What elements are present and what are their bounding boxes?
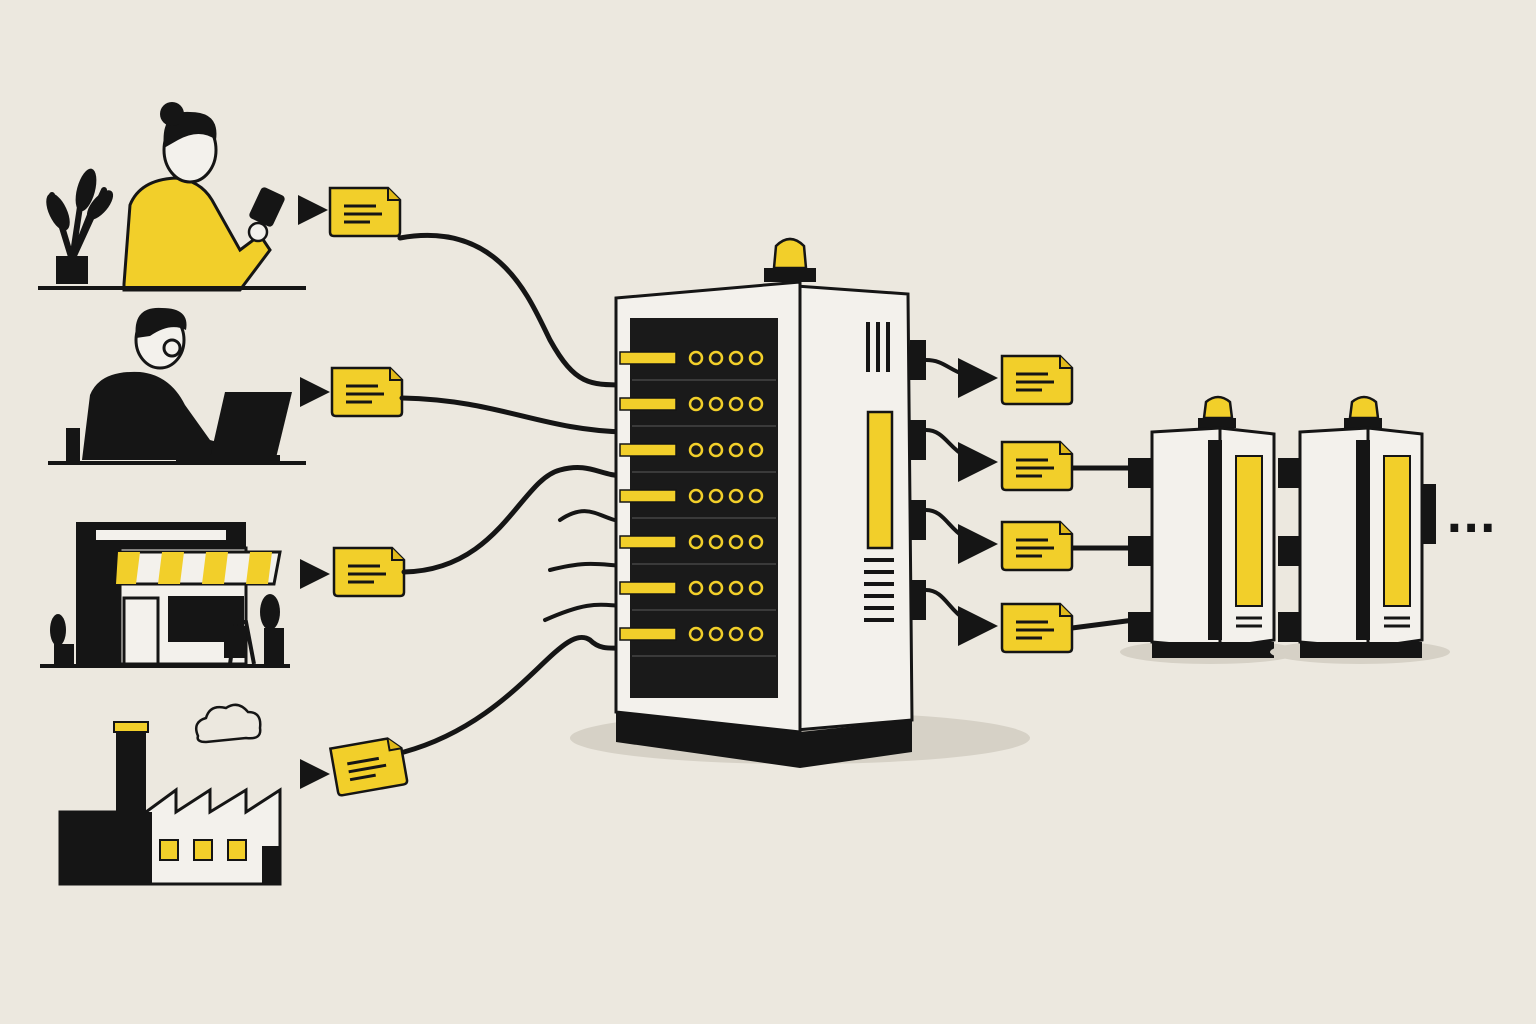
port-socket <box>688 396 704 412</box>
port-socket <box>708 396 724 412</box>
message-icon <box>1000 520 1074 572</box>
output-cables <box>925 357 1135 646</box>
port-socket <box>688 442 704 458</box>
port-socket <box>688 534 704 550</box>
cable-plug <box>619 489 677 503</box>
cable-plug <box>619 627 677 641</box>
input-cables <box>397 233 628 755</box>
port-socket <box>728 580 744 596</box>
message-icon <box>1000 602 1074 654</box>
port-socket <box>708 350 724 366</box>
woman-with-phone-icon <box>38 102 306 292</box>
cable-plug <box>619 535 677 549</box>
cable-plug <box>619 581 677 595</box>
message-icon <box>332 546 406 598</box>
cable-plug <box>619 397 677 411</box>
port-socket <box>688 626 704 642</box>
port-socket <box>708 442 724 458</box>
port-socket <box>748 396 764 412</box>
port-socket <box>748 626 764 642</box>
port-socket <box>728 442 744 458</box>
port-socket <box>688 488 704 504</box>
hub-port-grid <box>619 350 776 657</box>
port-socket <box>728 488 744 504</box>
message-icon <box>328 186 402 238</box>
server-rack-icon <box>570 237 1030 768</box>
port-socket <box>728 626 744 642</box>
port-socket <box>748 580 764 596</box>
port-socket <box>748 488 764 504</box>
factory-icon <box>58 703 282 886</box>
port-socket <box>688 580 704 596</box>
port-socket <box>688 350 704 366</box>
storefront-icon <box>40 522 290 668</box>
source-arrows <box>298 195 330 789</box>
port-socket <box>748 350 764 366</box>
port-socket <box>708 580 724 596</box>
port-socket <box>748 442 764 458</box>
man-with-laptop-icon <box>48 307 306 465</box>
worker-server-icon <box>1270 395 1450 664</box>
message-icon <box>1000 440 1074 492</box>
cable-plug <box>619 351 677 365</box>
port-socket <box>748 534 764 550</box>
port-socket <box>708 534 724 550</box>
continuation-ellipsis: ... <box>1446 492 1496 543</box>
port-socket <box>728 396 744 412</box>
message-icon <box>328 734 410 798</box>
worker-server-icon <box>1120 395 1300 664</box>
port-socket <box>728 350 744 366</box>
message-icon <box>1000 354 1074 406</box>
port-socket <box>728 534 744 550</box>
message-icon <box>330 366 404 418</box>
cable-plug <box>619 443 677 457</box>
port-socket <box>708 488 724 504</box>
port-socket <box>708 626 724 642</box>
